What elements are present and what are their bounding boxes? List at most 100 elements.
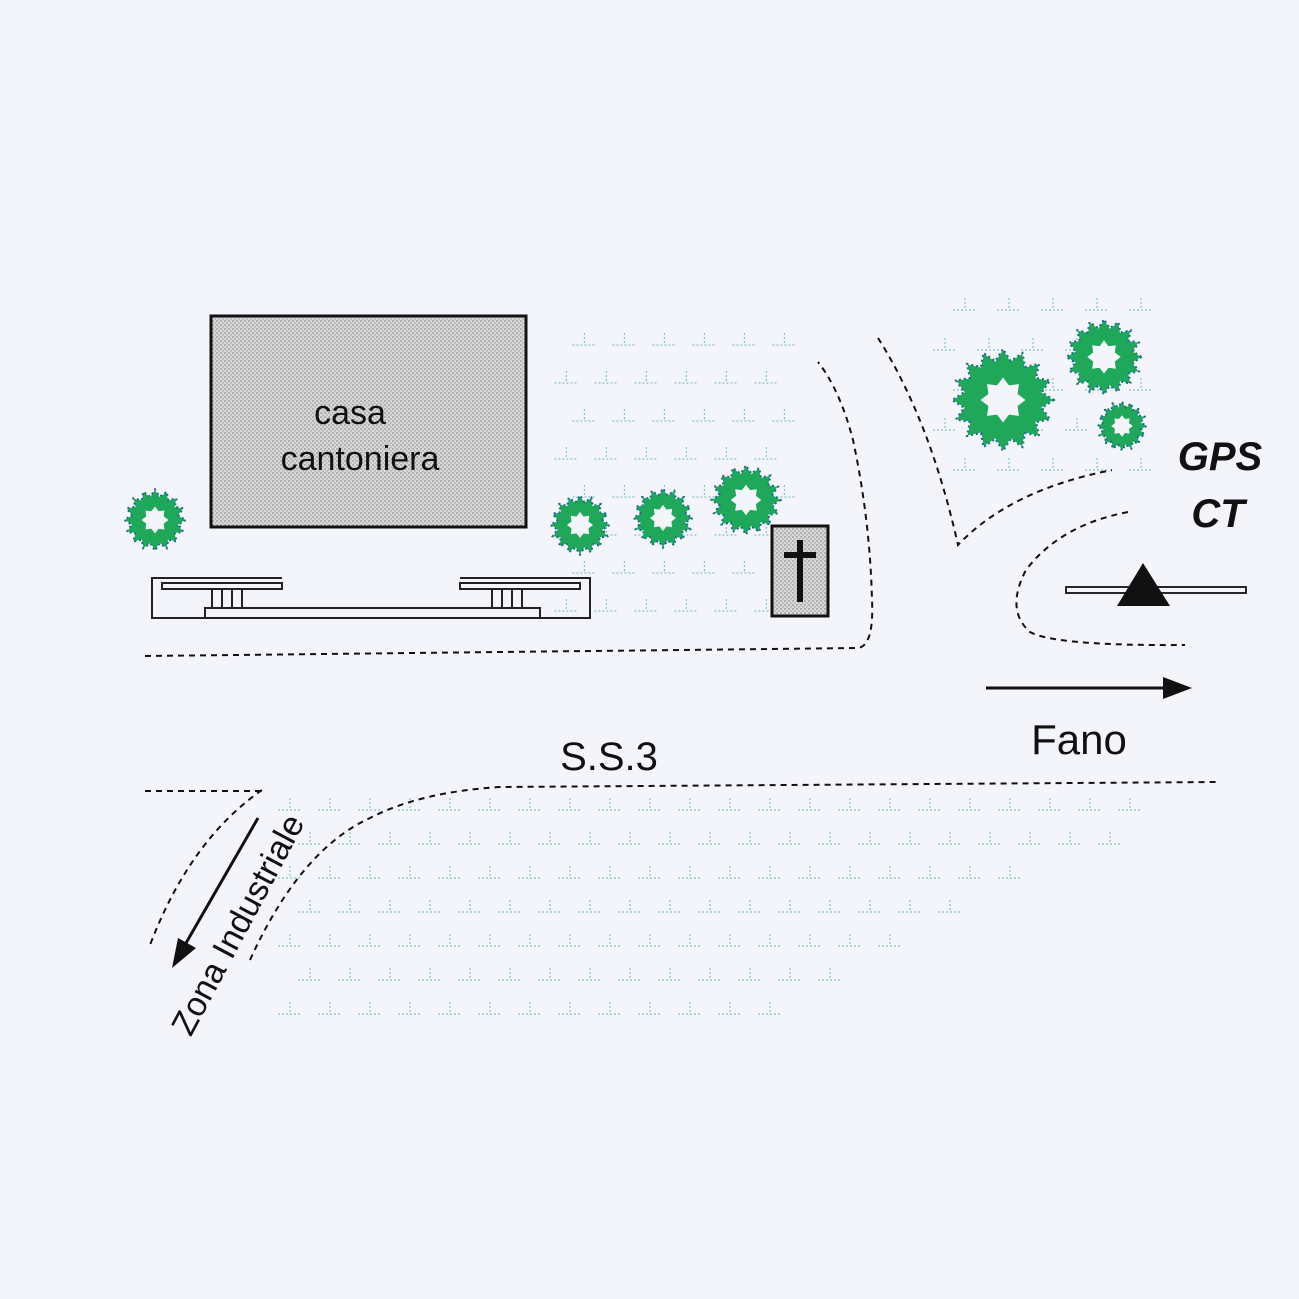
grass-mark [1129,458,1153,471]
grass-mark [438,934,462,947]
grass-mark [298,832,322,845]
grass-mark [718,934,742,947]
grass-mark [572,485,597,498]
grass-mark [638,866,662,879]
grass-mark [338,900,362,913]
grass-mark [1041,298,1065,311]
grass-mark [638,1002,662,1015]
grass-mark [692,485,717,498]
grass-mark [658,968,682,981]
cross-icon [770,524,830,618]
gps-station: GPS CT [1065,435,1263,606]
grass-mark [978,832,1002,845]
grass-mark [818,968,842,981]
grass-mark [678,934,702,947]
grass-mark [458,832,482,845]
grass-mark [692,409,717,422]
grass-mark [918,798,942,811]
fano-label: Fano [1031,716,1127,763]
grass-mark [977,338,1001,351]
grass-mark [997,458,1021,471]
grass-mark [714,371,739,384]
tree-icon [1095,399,1149,453]
grass-mark [554,371,579,384]
arrow-icon [172,938,196,968]
grass-mark [518,798,542,811]
front-wall [151,577,591,619]
grass-mark [398,934,422,947]
grass-mark [318,866,342,879]
grass-mark [498,968,522,981]
road-edges [144,337,1219,961]
grass-mark [438,798,462,811]
building-casa-cantoniera: casa cantoniera [209,314,528,529]
grass-mark [738,832,762,845]
grass-mark [1018,832,1042,845]
grass-mark [578,832,602,845]
grass-mark [1041,378,1065,391]
grass-mark [998,798,1022,811]
grass-mark [558,798,582,811]
grass-mark [318,1002,342,1015]
grass-mark [714,523,739,536]
grass-mark [658,832,682,845]
grass-mark [732,409,757,422]
grass-mark [754,371,779,384]
grass-mark [678,1002,702,1015]
grass-mark [538,900,562,913]
grass-mark [1085,298,1109,311]
grass-mark [678,866,702,879]
grass-mark [478,934,502,947]
grass-mark [478,866,502,879]
grass-mark [358,1002,382,1015]
grass-mark [278,798,302,811]
grass-mark [1065,418,1089,431]
grass-mark [598,866,622,879]
grass-mark [674,599,699,612]
grass-mark [674,371,699,384]
grass-mark [618,968,642,981]
grass-mark [798,934,822,947]
grass-mark [698,900,722,913]
grass-mark [1129,378,1153,391]
grass-mark [478,798,502,811]
grass-mark [692,333,717,346]
grass-mark [938,832,962,845]
grass-mark [418,968,442,981]
grass-mark [878,934,902,947]
arrow-icon [1163,677,1192,699]
grass-mark [958,866,982,879]
grass-mark [692,561,717,574]
grass-mark [618,900,642,913]
grass-mark [678,798,702,811]
grass-mark [933,418,957,431]
grass-mark [318,934,342,947]
grass-mark [858,900,882,913]
grass-mark [718,798,742,811]
grass-mark [818,900,842,913]
grass-mark [1129,298,1153,311]
grass-mark [778,900,802,913]
grass-mark [278,1002,302,1015]
grass-mark [754,447,779,460]
grass-mark [298,968,322,981]
grass-mark [778,968,802,981]
grass-mark [772,333,797,346]
grass-mark [798,866,822,879]
grass-mark [612,485,637,498]
grass-mark [634,447,659,460]
grass-mark [598,798,622,811]
grass-mark [658,900,682,913]
grass-mark [732,333,757,346]
building-label-line2: cantoniera [281,440,440,478]
grass-mark [918,866,942,879]
grass-mark [572,561,597,574]
grass-mark [398,866,422,879]
grass-mark [878,798,902,811]
trees [122,317,1149,557]
grass-mark [778,832,802,845]
grass-mark [698,832,722,845]
grass-mark [554,447,579,460]
grass-mark [758,934,782,947]
grass-mark [398,798,422,811]
